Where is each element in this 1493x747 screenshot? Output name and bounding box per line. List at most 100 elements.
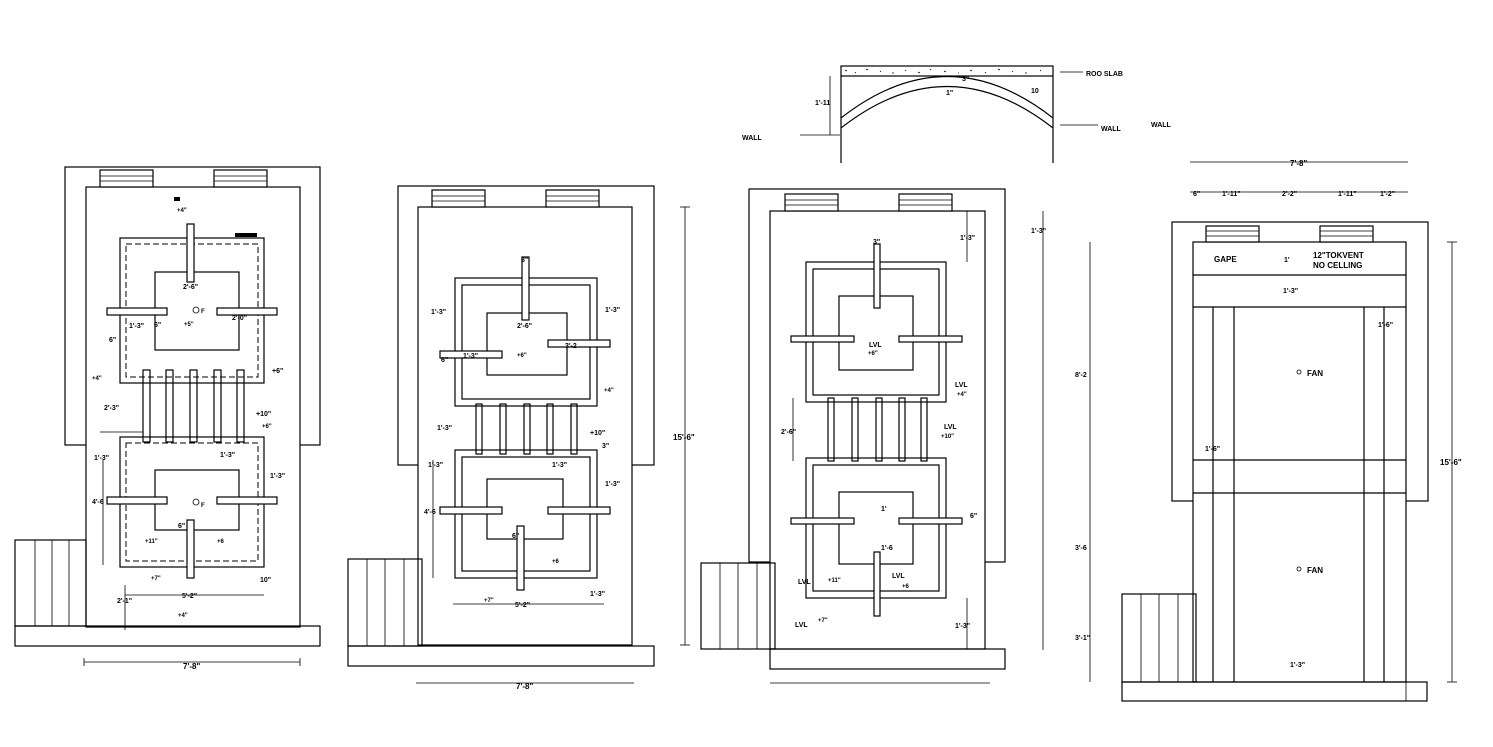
- rcp-seg-4: 1'-11": [1338, 191, 1357, 198]
- p1-r2-level-a: +11": [145, 539, 158, 545]
- p2-top-b: 2'-6": [517, 323, 532, 330]
- ceiling-plan: 7'-8" 6" 1'-11" 2'-2" 1'-11" 1'-2" GAPE …: [1075, 159, 1462, 702]
- p1-level-top: +4": [177, 208, 187, 214]
- p3-lbl-9: 1'-6: [881, 545, 893, 552]
- rcp-left-c: 3'-1": [1075, 635, 1090, 642]
- p2-top-g: 3'-2: [565, 343, 577, 350]
- p3-lbl-7: 2'-6": [781, 429, 796, 436]
- rcp-left-dim: 1'-6": [1205, 446, 1220, 453]
- p1-r1-dim-c: 1'-3": [129, 323, 144, 330]
- rcp-height: 15'-6": [1440, 458, 1462, 467]
- p2-top-c: 1'-3": [431, 309, 446, 316]
- section-right-dim: 10: [1031, 88, 1039, 95]
- p2-top-h: +6": [517, 353, 527, 359]
- p2-bot-f: 5'-2": [515, 602, 530, 609]
- section-wall-right: WALL: [1101, 126, 1122, 133]
- p1-width: 7'-8": [183, 662, 200, 671]
- p1-mid-dim-e: +6": [262, 424, 272, 430]
- p2-mid-d: 3": [602, 443, 609, 450]
- rcp-left-b: 3'-6: [1075, 545, 1087, 552]
- p3-lbl-14: +6: [902, 584, 910, 590]
- section-roof: ROO SLAB: [1086, 71, 1123, 78]
- p3-lbl-3: LVL: [955, 382, 968, 389]
- p1-r2-dim-c: 5'-2": [182, 593, 197, 600]
- p3-lbl-15: LVL: [795, 622, 808, 629]
- p2-top-e: 6": [441, 357, 448, 364]
- p1-r2-dim-f: 6": [178, 523, 185, 530]
- p1-mid-dim-f: 1'-3": [270, 473, 285, 480]
- p1-mid-dim-a: 2'-3": [104, 405, 119, 412]
- floor-plan-2: 7'-8" 15'-6" 3" 2'-6" 1'-3" 1'-3" 6" 1'-…: [347, 185, 695, 691]
- p3-lbl-4: +4": [957, 392, 967, 398]
- p3-lbl-8: 1': [881, 506, 887, 513]
- rcp-vent-dim: 1': [1284, 257, 1290, 264]
- p2-top-f: 1'-3": [463, 353, 478, 360]
- rcp-gape: GAPE: [1214, 255, 1237, 264]
- rcp-bottom-dim: 1'-3": [1290, 662, 1305, 669]
- p1-mid-dim-c: +10": [256, 411, 271, 418]
- p2-bot-b: 4'-6: [424, 509, 436, 516]
- p1-r1-dim-a: 2'-6": [183, 284, 198, 291]
- rcp-width: 7'-8": [1290, 159, 1307, 168]
- p2-top-i: +4": [604, 388, 614, 394]
- p1-r2-dim-a: 1'-3": [220, 452, 235, 459]
- floor-plan-3: 3" 1'-3" 1'-3" LVL +6" LVL +4" LVL +10" …: [700, 188, 1046, 684]
- p2-mid-b: 1'-3": [428, 462, 443, 469]
- p2-bot-d: +6: [552, 559, 560, 565]
- rcp-right-dim: 1'-6": [1378, 322, 1393, 329]
- p1-level-left: +4": [92, 376, 102, 382]
- p1-r2-dim-b: 4'-6: [92, 499, 104, 506]
- section-wall-left: WALL: [742, 135, 763, 142]
- p1-r2-dim-d: 2'-1": [117, 598, 132, 605]
- p3-top-c: 1'-3": [1031, 228, 1046, 235]
- section-rise: 1'-11: [815, 100, 830, 107]
- floor-plan-1: 7'-8" +4" +4" +4" 2'-6" 2'-0" 1'-3" 6" 6…: [14, 166, 321, 671]
- p3-top-a: 3": [873, 239, 880, 246]
- rcp-vent-2: NO CELLING: [1313, 261, 1362, 270]
- p3-lbl-6: +10": [941, 434, 954, 440]
- rcp-fan-2: FAN: [1307, 566, 1323, 575]
- p2-bot-c: 6": [512, 533, 519, 540]
- section-wall-far: WALL: [1151, 122, 1172, 129]
- p1-r1-fixture: F: [201, 309, 205, 315]
- rcp-beam-dim: 1'-3": [1283, 288, 1298, 295]
- rcp-fan-1: FAN: [1307, 369, 1323, 378]
- rcp-seg-3: 2'-2": [1282, 191, 1297, 198]
- rcp-vent-1: 12"TOKVENT: [1313, 251, 1364, 260]
- p3-lbl-11: LVL: [892, 573, 905, 580]
- p2-bot-e: +7": [484, 598, 494, 604]
- p2-bot-g: 1'-3": [590, 591, 605, 598]
- section-crown-gap: 1": [946, 90, 953, 97]
- p1-r2-fixture: F: [201, 503, 205, 509]
- connector-bars-3: [827, 397, 928, 462]
- connector-bars-1: [142, 369, 245, 443]
- p3-lbl-12: +11": [828, 578, 841, 584]
- p2-height: 15'-6": [673, 433, 695, 442]
- arch-section: ROO SLAB WALL WALL WALL 1'-11 1" 3" 10: [742, 65, 1172, 163]
- p1-mid-dim-b: 1'-3": [94, 455, 109, 462]
- p1-r1-level: +5": [184, 322, 194, 328]
- p3-top-b: 1'-3": [960, 235, 975, 242]
- p3-lbl-10: 6": [970, 513, 977, 520]
- p3-lbl-16: +7": [818, 618, 828, 624]
- p2-top-a: 3": [521, 257, 528, 264]
- p2-width: 7'-8": [516, 682, 533, 691]
- rcp-seg-5: 1'-2": [1380, 191, 1395, 198]
- p2-mid-c: +10": [590, 430, 605, 437]
- p3-lbl-5: LVL: [944, 424, 957, 431]
- p1-mid-dim-d: +6": [272, 368, 283, 375]
- p1-r1-dim-d: 6": [109, 337, 116, 344]
- p1-r2-level-c: +6: [217, 539, 225, 545]
- p1-r2-dim-e: 10": [260, 577, 271, 584]
- p2-mid-a: 1'-3": [437, 425, 452, 432]
- connector-bars-2: [475, 403, 578, 455]
- p1-r2-level-b: +7": [151, 576, 161, 582]
- p1-r1-dim-e: 6": [154, 322, 161, 329]
- section-crown-top: 3": [962, 76, 969, 83]
- rcp-seg-2: 1'-11": [1222, 191, 1241, 198]
- p2-top-d: 1'-3": [605, 307, 620, 314]
- rcp-seg-1: 6": [1193, 191, 1200, 198]
- p1-level-bottom: +4": [178, 613, 188, 619]
- p1-r1-dim-b: 2'-0": [232, 315, 247, 322]
